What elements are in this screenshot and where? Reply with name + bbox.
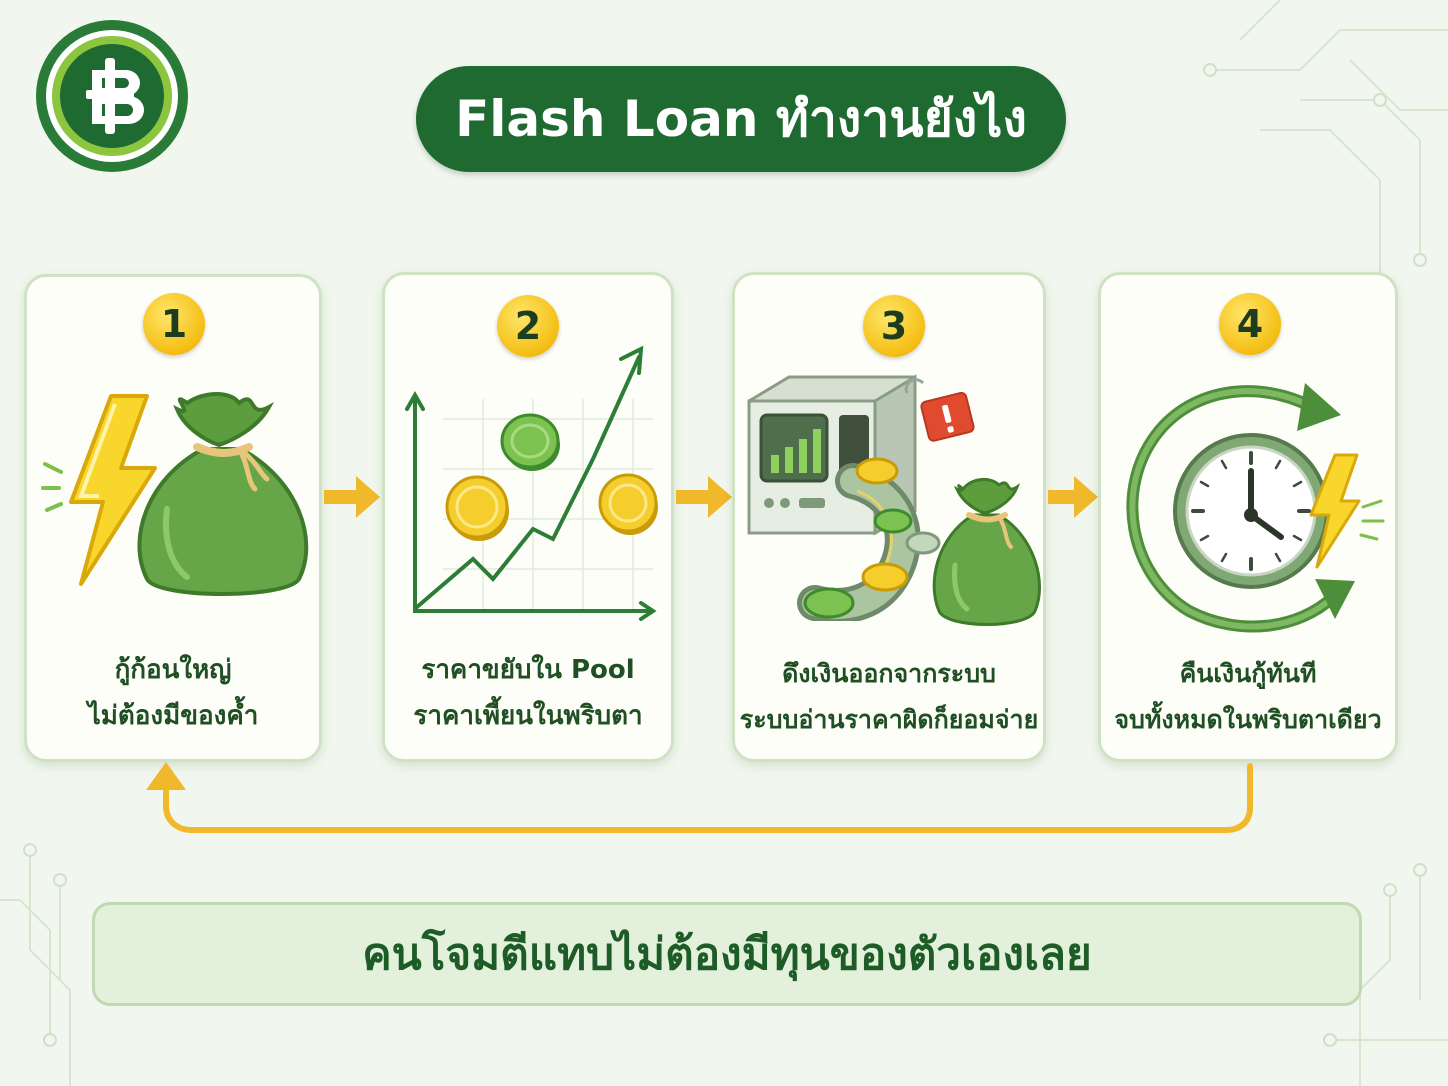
step-card-2: 2 ราคาขยับใน Pool ราคาเพี้ยนในพริบตา [382,272,674,762]
baht-coin-icon [36,20,188,172]
coin-icon [855,457,941,592]
lightning-icon [41,394,157,586]
coin-icon [598,473,658,535]
step-number-badge: 4 [1219,293,1281,355]
arrow-right-icon [676,476,732,518]
arrow-right-icon [324,476,380,518]
step-number-badge: 1 [143,293,205,355]
step-card-3: 3 ด [732,272,1046,762]
lightning-icon [1309,453,1385,569]
step-card-1: 1 กู้ก้อนใหญ่ ไม่ต้องมีของค้ำ [24,274,322,762]
coin-icon [500,413,560,471]
step-description: คืนเงินกู้ทันที จบทั้งหมดในพริบตาเดียว [1114,659,1382,734]
step-card-4: 4 คืนเงินกู้ทันที จบทั้งหมดในพริบตาเดียว [1098,272,1398,762]
coin-icon [803,587,855,619]
footer-summary: คนโจมตีแทบไม่ต้องมีทุนของตัวเองเลย [92,902,1362,1006]
step-description: ดึงเงินออกจากระบบ ระบบอ่านราคาผิดก็ยอมจ่… [739,659,1039,734]
money-bag-icon [932,478,1041,626]
warning-tag-icon [904,378,975,442]
step-description: ราคาขยับใน Pool ราคาเพี้ยนในพริบตา [413,655,643,731]
step-description: กู้ก้อนใหญ่ ไม่ต้องมีของค้ำ [87,655,259,731]
loop-back-arrow-icon [146,762,1253,833]
step-number-badge: 3 [863,295,925,357]
page-title: Flash Loan ทำงานยังไง [416,66,1066,172]
coin-icon [445,475,509,541]
clock-icon [1173,433,1329,589]
money-bag-icon [137,392,309,596]
arrow-right-icon [1048,476,1098,518]
cycle-arrow-icon [1126,383,1355,633]
step-number-badge: 2 [497,295,559,357]
